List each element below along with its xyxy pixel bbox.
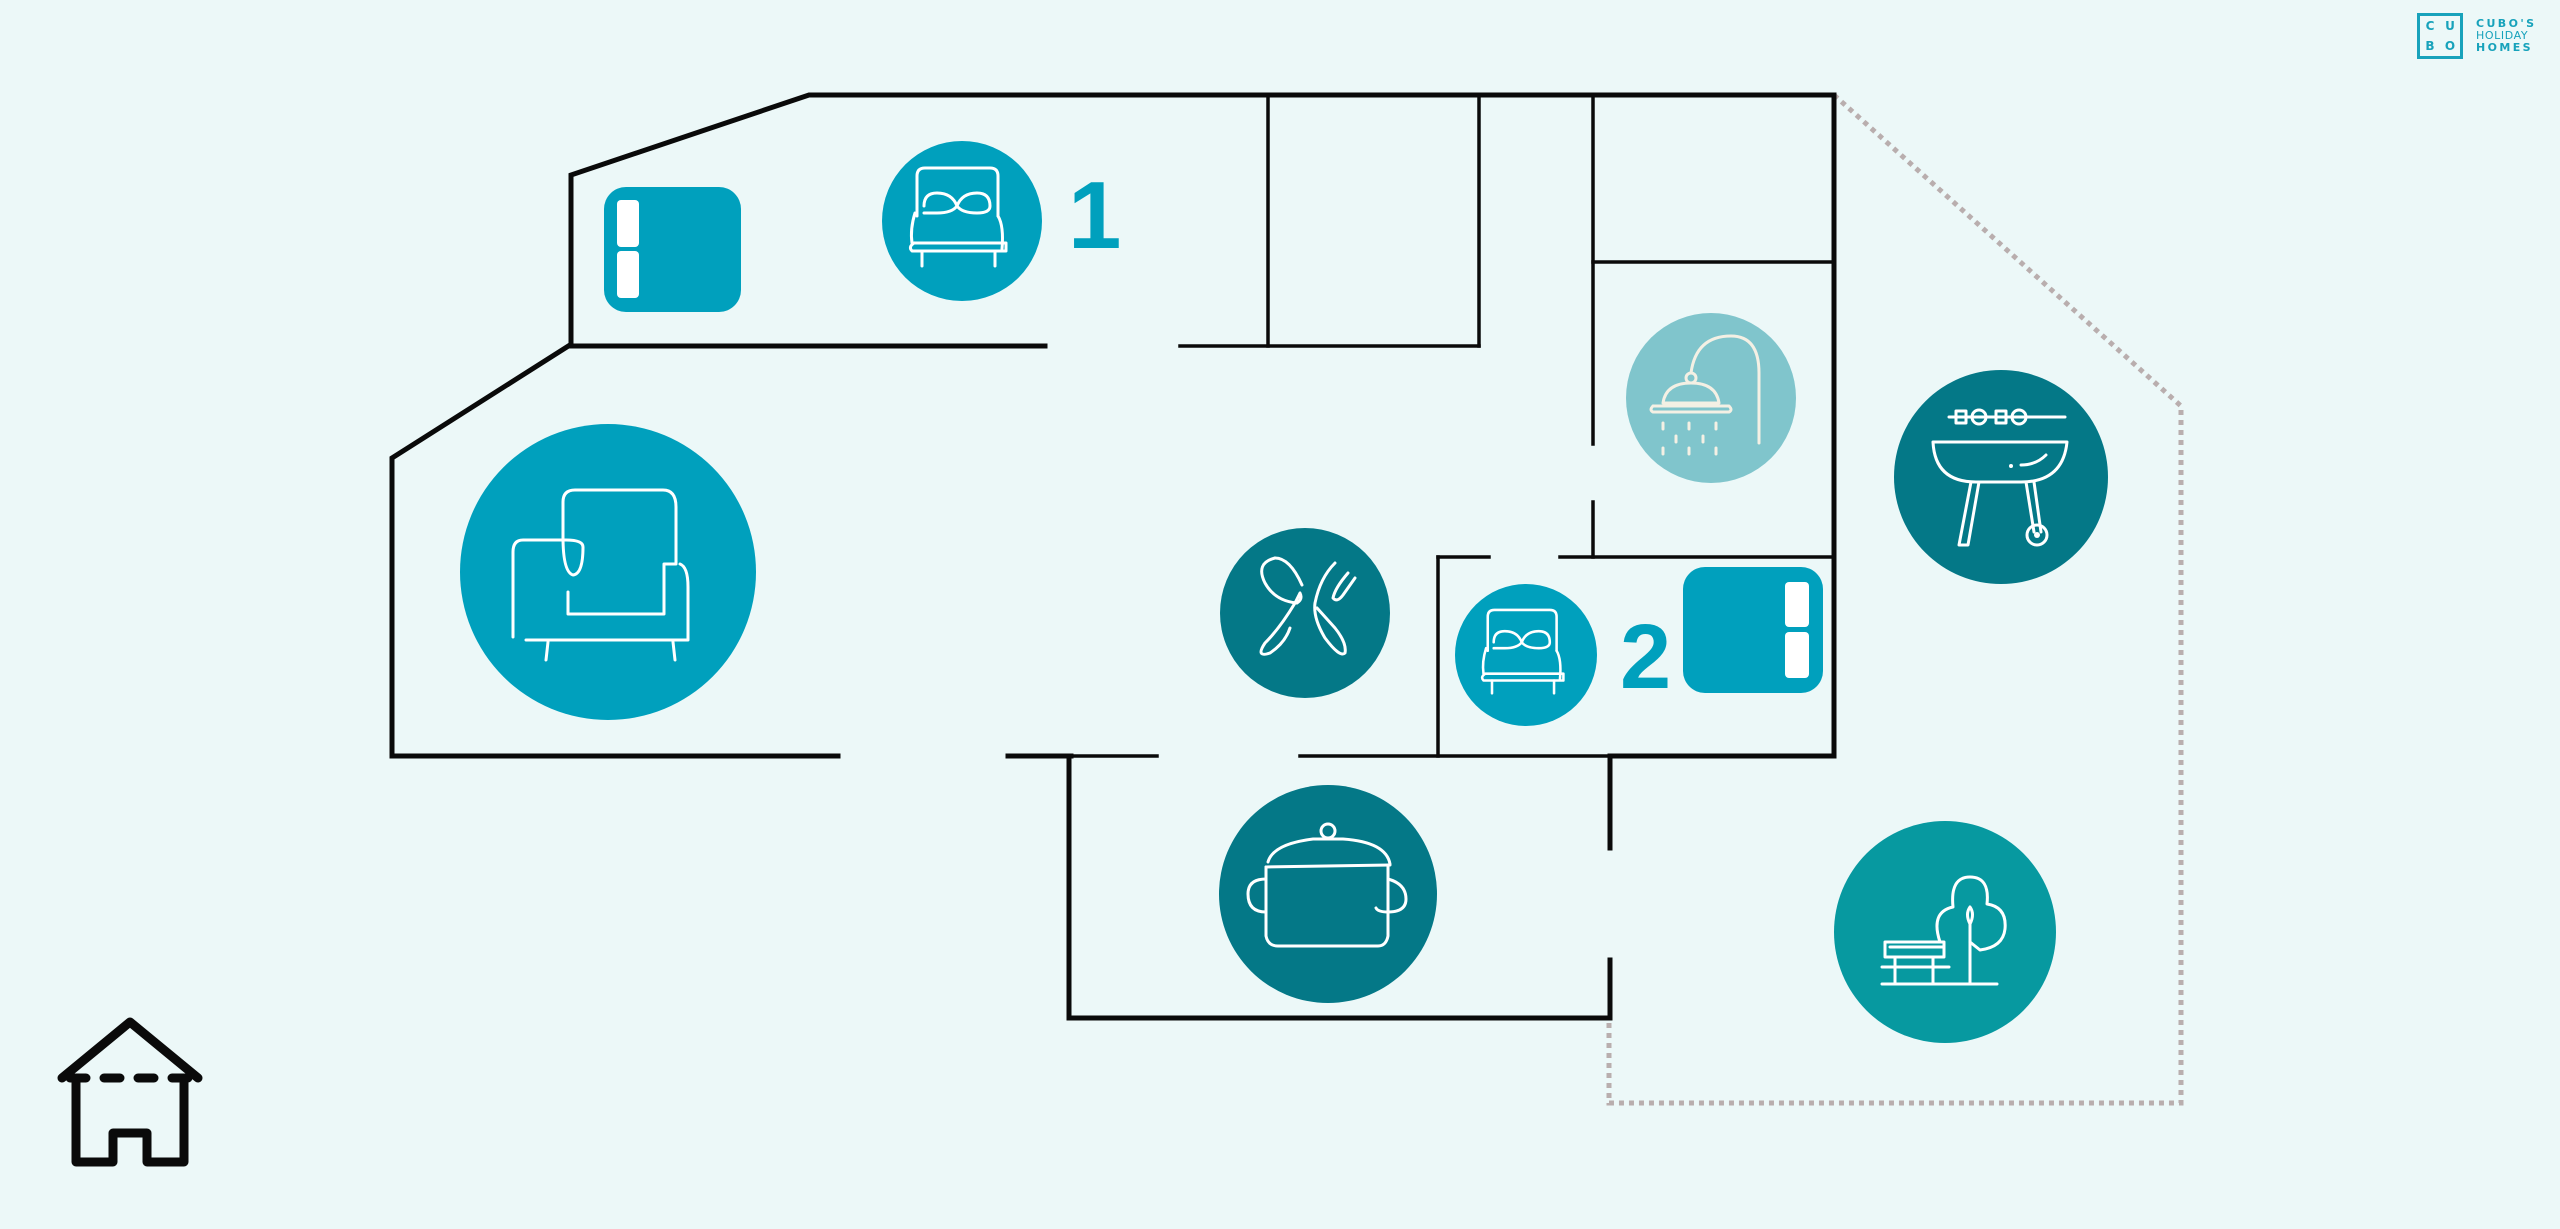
logo-mark: C U B O [2417,13,2463,59]
wardrobe-1 [604,187,741,312]
park-bench-tree-icon [1880,875,2007,986]
bathroom-icon[interactable] [1626,313,1796,483]
cooking-pot-icon [1246,822,1408,948]
kitchen-icon[interactable] [1219,785,1437,1003]
bbq-area-icon[interactable] [1894,370,2108,584]
bedroom-2-number: 2 [1620,606,1671,708]
logo-line-3: HOMES [2476,41,2533,54]
exterior-walls [389,92,1837,1021]
bedroom-2-icon[interactable] [1455,584,1597,726]
barbecue-grill-icon [1931,408,2069,547]
house-icon[interactable] [57,1017,203,1167]
logo-letter: U [2445,19,2455,33]
cubos-holiday-homes-logo[interactable]: C U B O CUBO'S HOLIDAY HOMES [2417,13,2536,59]
bed-icon [908,166,1008,268]
bedroom-1-icon[interactable] [882,141,1042,301]
logo-line-2: HOLIDAY [2476,29,2529,42]
logo-line-1: CUBO'S [2476,17,2537,30]
logo-wordmark: CUBO'S HOLIDAY HOMES [2476,18,2536,54]
logo-letter: C [2425,19,2435,33]
cutlery-icon [1259,556,1357,656]
armchair-icon [511,488,690,662]
logo-letter: O [2444,39,2456,53]
wardrobe-2 [1683,567,1823,693]
bed-icon [1480,608,1565,695]
outdoor-boundary [1606,93,2184,1106]
interior-walls [1069,93,1836,758]
bedroom-1-number: 1 [1068,162,1121,269]
garden-icon[interactable] [1834,821,2056,1043]
shower-icon [1649,334,1761,456]
dining-area-icon[interactable] [1220,528,1390,698]
logo-letter: B [2425,39,2435,53]
living-room-icon[interactable] [460,424,756,720]
